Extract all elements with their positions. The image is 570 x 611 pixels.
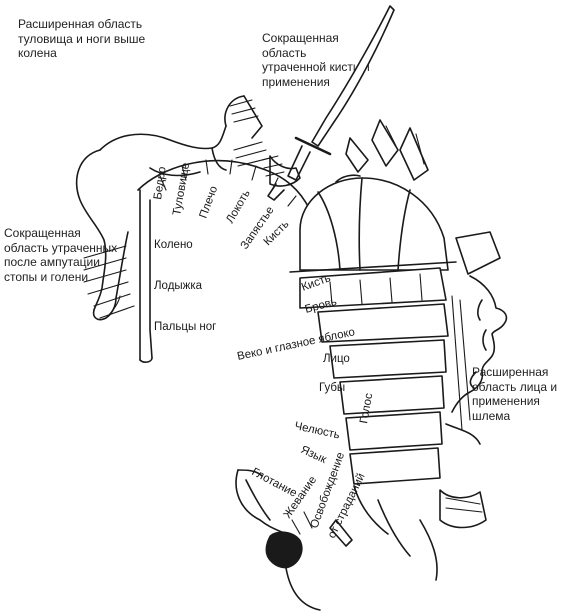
- label-chelyust: Челюсть: [293, 420, 341, 441]
- sword-figure: [261, 5, 395, 201]
- caption-torso-leg: Расширенная область туловища и ноги выше…: [18, 17, 146, 60]
- label-glotanie: Глотание: [250, 466, 299, 500]
- label-guby: Губы: [319, 382, 345, 394]
- caption-foot-reduced: Сокращенная область утраченных после амп…: [4, 226, 118, 284]
- label-yazyk: Язык: [299, 444, 329, 467]
- caption-hand-reduced: Сокращенная область утраченной кисти и п…: [262, 31, 370, 89]
- caption-face-helmet: Расширенная область лица и применения шл…: [472, 365, 558, 423]
- torso-leg-figure: [75, 95, 271, 321]
- label-golos: Голос: [358, 392, 375, 424]
- label-tulovishche: Туловище: [171, 162, 192, 217]
- label-lokot: Локоть: [224, 188, 253, 226]
- body-map-strip: [137, 159, 311, 363]
- throat-area: [235, 469, 321, 611]
- label-koleno: Колено: [154, 239, 193, 251]
- label-litso: Лицо: [323, 353, 350, 365]
- label-plecho: Плечо: [198, 185, 221, 220]
- label-paltsy-nog: Пальцы ног: [154, 321, 216, 333]
- label-bedro: Бедро: [152, 166, 169, 201]
- helmet-face-figure: [289, 119, 508, 581]
- label-lodyzhka: Лодыжка: [154, 280, 203, 292]
